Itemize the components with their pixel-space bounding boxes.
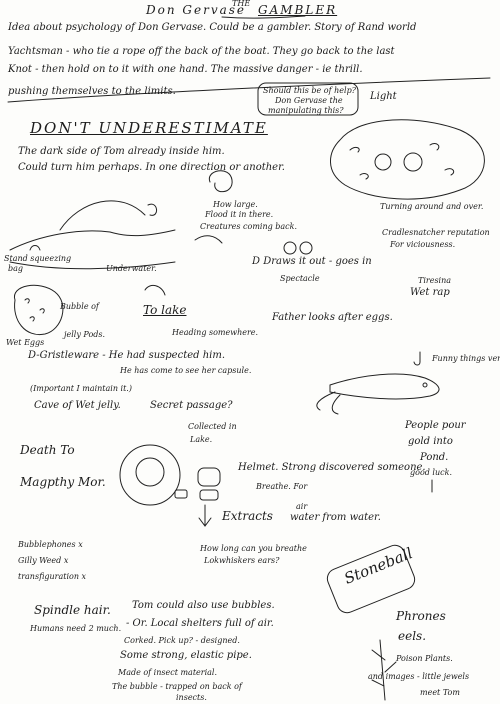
note-eels: eels. <box>398 629 427 643</box>
note-heading-somewhere: Heading somewhere. <box>172 328 259 337</box>
note-lake: Lake. <box>190 435 213 444</box>
note-secret-passage: Secret passage? <box>150 400 233 411</box>
boxed-note-line-2: Don Gervase the <box>275 96 343 105</box>
note-spectacle: Spectacle <box>280 274 320 283</box>
note-corked: Corked. Pick up? - designed. <box>124 636 240 645</box>
note-turning-around: Turning around and over. <box>380 202 484 211</box>
note-how-large: How large. <box>213 200 258 209</box>
squid-sketch <box>316 373 440 415</box>
note-how-long: How long can you breathe <box>200 544 307 553</box>
note-flood: Flood it in there. <box>205 210 274 219</box>
note-draws-it-out: D Draws it out - goes in <box>252 256 372 267</box>
note-pond: Pond. <box>420 452 449 463</box>
title-prefix: Don Gervase <box>146 3 247 17</box>
intro-line-1: Idea about psychology of Don Gervase. Co… <box>8 22 417 33</box>
note-tom-could: Tom could also use bubbles. <box>132 600 275 611</box>
boxed-note-line-3: manipulating this? <box>268 106 344 115</box>
note-spindle-hair: Spindle hair. <box>34 603 111 617</box>
dark-side-line-1: The dark side of Tom already inside him. <box>18 146 225 157</box>
intro-line-3: Knot - then hold on to it with one hand.… <box>8 64 363 75</box>
note-d-gristleware: D-Gristleware - He had suspected him. <box>28 350 226 361</box>
egg-cluster-sketch <box>330 119 485 200</box>
title-gambler: GAMBLER <box>258 3 338 17</box>
note-important: (Important I maintain it.) <box>30 384 132 393</box>
note-funny-things: Funny things very expensive <box>432 354 500 363</box>
note-humans-need: Humans need 2 much. <box>30 624 122 633</box>
note-creatures: Creatures coming back. <box>200 222 298 231</box>
goggle-left <box>283 241 297 255</box>
note-wet-rap: Wet rap <box>410 287 450 298</box>
note-underwater: Underwater. <box>106 264 157 273</box>
note-phrones: Phrones <box>396 609 446 623</box>
note-bubblephones: Bubblephones x <box>18 540 83 549</box>
note-poison-plants: Poison Plants. <box>396 654 453 663</box>
intro-line-2: Yachtsman - who tie a rope off the back … <box>8 46 395 57</box>
note-made-of-insect: Made of insect material. <box>118 668 218 677</box>
note-stand-squeezing: Stand squeezing <box>4 254 72 263</box>
goggle-right <box>299 241 313 255</box>
helmet-sketch <box>197 467 221 487</box>
title-the: THE <box>232 0 251 8</box>
note-bag: bag <box>8 264 24 273</box>
note-water-from-water: water from water. <box>290 512 381 523</box>
note-come-to-see: He has come to see her capsule. <box>120 366 252 375</box>
note-lokwhiskers: Lokwhiskers ears? <box>204 556 280 565</box>
lake-arrow <box>144 284 166 296</box>
divider-swoop <box>7 77 491 103</box>
title-underline <box>221 15 306 19</box>
note-death-to: Death To <box>20 443 75 457</box>
note-extracts: Extracts <box>222 509 273 523</box>
note-some-strong: Some strong, elastic pipe. <box>120 650 252 661</box>
note-good-luck: good luck. <box>410 468 452 477</box>
note-gilly-weed: Gilly Weed x <box>18 556 69 565</box>
note-magpthy: Magpthy Mor. <box>20 475 106 489</box>
note-the-bubble: The bubble - trapped on back of <box>112 682 242 691</box>
note-gold-into: gold into <box>408 436 453 447</box>
note-to-lake: To lake <box>143 303 187 317</box>
stoneball-frame <box>326 544 416 614</box>
note-people-pour: People pour <box>405 420 466 431</box>
note-for-viciousness: For viciousness. <box>390 240 456 249</box>
dont-underestimate: DON'T UNDERESTIMATE <box>30 119 268 137</box>
note-cradle-snatcher: Cradlesnatcher reputation <box>382 228 490 237</box>
swirl-sketch <box>208 170 233 193</box>
note-collected-in: Collected in <box>188 422 237 431</box>
note-breathe-for: Breathe. For <box>256 482 308 491</box>
creature-sketch <box>9 200 176 270</box>
boxed-note-frame <box>257 82 359 116</box>
arrow-down <box>198 504 212 527</box>
j-mark <box>413 351 421 366</box>
note-bubble-of: Bubble of <box>60 302 99 311</box>
note-wet-eggs: Wet Eggs <box>6 338 45 347</box>
egg-eye-right <box>403 152 423 172</box>
intro-line-4: pushing themselves to the limits. <box>8 86 176 97</box>
note-transfiguration: transfiguration x <box>18 572 87 581</box>
note-tiresina: Tiresina <box>418 276 452 285</box>
note-cave-of-wet-jelly: Cave of Wet jelly. <box>34 400 121 411</box>
note-or-local: - Or. Local shelters full of air. <box>126 618 274 629</box>
diver-head <box>119 444 181 506</box>
note-helmet: Helmet. Strong discovered someone. <box>238 462 426 473</box>
note-meet-tom: meet Tom <box>420 688 460 697</box>
egg-eye-left <box>374 153 392 171</box>
note-insects: insects. <box>176 693 207 702</box>
note-jelly-pods: jelly Pods. <box>64 330 106 339</box>
plant-sketch <box>371 639 397 701</box>
dark-side-line-2: Could turn him perhaps. In one direction… <box>18 162 285 173</box>
jelly-pod-sketch <box>14 284 64 336</box>
note-air: air <box>296 502 308 511</box>
note-and-images: and images - little jewels <box>368 672 470 681</box>
note-father-looks: Father looks after eggs. <box>272 312 393 323</box>
light-label: Light <box>370 91 397 102</box>
boxed-note-line-1: Should this be of help? <box>263 86 356 95</box>
